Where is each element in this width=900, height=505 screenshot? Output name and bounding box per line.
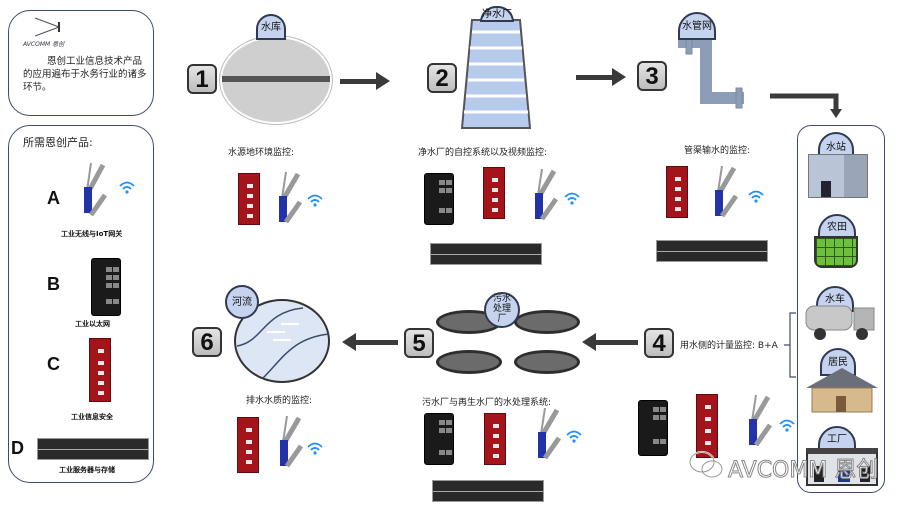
wifi-icon — [566, 430, 582, 443]
security-device-icon — [666, 166, 688, 218]
arrow-head-icon — [582, 333, 596, 351]
wifi-icon — [119, 181, 135, 194]
wireless-gateway-icon — [81, 161, 117, 217]
product-letter-c: C — [47, 354, 60, 374]
intro-panel: AVCOMM 恩创 恩创工业信息技术产品的应用遍布于水务行业的诸多环节。 — [8, 10, 154, 116]
wireless-gateway-icon — [276, 170, 312, 224]
flow-arrow-3-consumers — [770, 93, 842, 118]
server-icon — [432, 480, 544, 502]
arrow-head-icon — [612, 68, 626, 86]
wifi-icon — [307, 194, 323, 207]
wireless-gateway-icon — [277, 414, 313, 468]
security-device-icon — [696, 394, 718, 458]
farmland-icon — [814, 236, 858, 268]
bubble-purification-plant: 净水厂 — [480, 6, 514, 22]
reservoir-illustration — [220, 36, 332, 124]
step-3-badge: 3 — [637, 61, 667, 91]
wireless-gateway-icon — [746, 393, 782, 447]
ethernet-switch-icon — [91, 258, 121, 316]
bubble-river: 河流 — [225, 285, 259, 319]
product-letter-b: B — [47, 274, 60, 294]
wifi-icon — [748, 190, 764, 203]
watermark-text: AVCOMM 恩创 — [727, 458, 879, 484]
step-6-caption: 排水水质的监控: — [246, 396, 313, 406]
wireless-gateway-icon — [712, 164, 748, 218]
server-icon — [37, 438, 149, 460]
product-letter-a: A — [47, 188, 60, 208]
water-station-icon — [808, 154, 868, 198]
ethernet-switch-icon — [424, 173, 454, 225]
sedimentation-tank-icon — [514, 310, 580, 334]
arrow-head-icon — [376, 72, 390, 90]
logo-text: AVCOMM 恩创 — [23, 41, 65, 48]
bubble-sewage-plant: 污水处理厂 — [484, 292, 520, 328]
river-illustration — [234, 299, 330, 383]
step-2-caption: 净水厂的自控系统以及视频监控: — [418, 148, 548, 158]
ethernet-switch-icon — [638, 400, 668, 456]
step-4-badge: 4 — [644, 328, 674, 358]
server-icon — [656, 240, 768, 262]
wechat-icon — [689, 451, 723, 478]
water-truck-icon — [805, 305, 875, 340]
consumers-panel: 水站 农田 水车 居民 工厂 — [797, 125, 885, 493]
residential-house-icon — [806, 368, 878, 413]
intro-description: 恩创工业信息技术产品的应用遍布于水务行业的诸多环节。 — [23, 56, 147, 93]
consumer-bracket — [784, 312, 796, 378]
wifi-icon — [779, 419, 795, 432]
product-letter-d: D — [11, 438, 24, 458]
wifi-icon — [564, 192, 580, 205]
step-1-badge: 1 — [187, 64, 217, 94]
product-label-c: 工业信息安全 — [71, 413, 113, 421]
ethernet-switch-icon — [424, 413, 454, 465]
server-icon — [430, 243, 542, 265]
product-label-b: 工业以太网 — [75, 320, 110, 328]
avcomm-logo-icon — [34, 17, 61, 37]
security-device-icon — [237, 417, 259, 473]
sedimentation-tank-icon — [436, 350, 502, 374]
step-5-badge: 5 — [404, 328, 434, 358]
purification-plant-illustration — [460, 19, 532, 129]
bubble-pipe-network: 水管网 — [678, 12, 716, 40]
flow-arrow-2-3 — [576, 75, 616, 80]
step-4-caption: 用水侧的计量监控: B+A — [680, 341, 778, 351]
product-label-d: 工业服务器与存储 — [59, 466, 115, 474]
products-title: 所需恩创产品: — [23, 136, 93, 149]
security-device-icon — [89, 338, 111, 402]
products-panel: 所需恩创产品: A 工业无线与IoT网关 B 工业以太网 C 工业信息安全 D … — [8, 125, 154, 483]
sedimentation-tank-icon — [514, 350, 580, 374]
security-device-icon — [484, 413, 506, 465]
bubble-reservoir: 水库 — [256, 14, 286, 40]
flow-arrow-5-6 — [356, 340, 398, 345]
pipe-network-illustration — [678, 36, 744, 109]
step-1-caption: 水源地环境监控: — [228, 148, 295, 158]
step-6-badge: 6 — [192, 327, 222, 357]
arrow-head-icon — [342, 333, 356, 351]
security-device-icon — [483, 167, 505, 219]
wireless-gateway-icon — [535, 406, 571, 460]
factory-icon — [806, 448, 878, 486]
flow-arrow-4-5 — [596, 340, 638, 345]
product-label-a: 工业无线与IoT网关 — [61, 230, 123, 238]
wireless-gateway-icon — [532, 167, 568, 221]
wifi-icon — [307, 442, 323, 455]
step-5-caption: 污水厂与再生水厂的水处理系统: — [422, 398, 552, 408]
flow-arrow-1-2 — [340, 79, 380, 84]
security-device-icon — [238, 173, 260, 225]
step-2-badge: 2 — [427, 63, 457, 93]
step-3-caption: 管渠输水的监控: — [684, 146, 751, 156]
